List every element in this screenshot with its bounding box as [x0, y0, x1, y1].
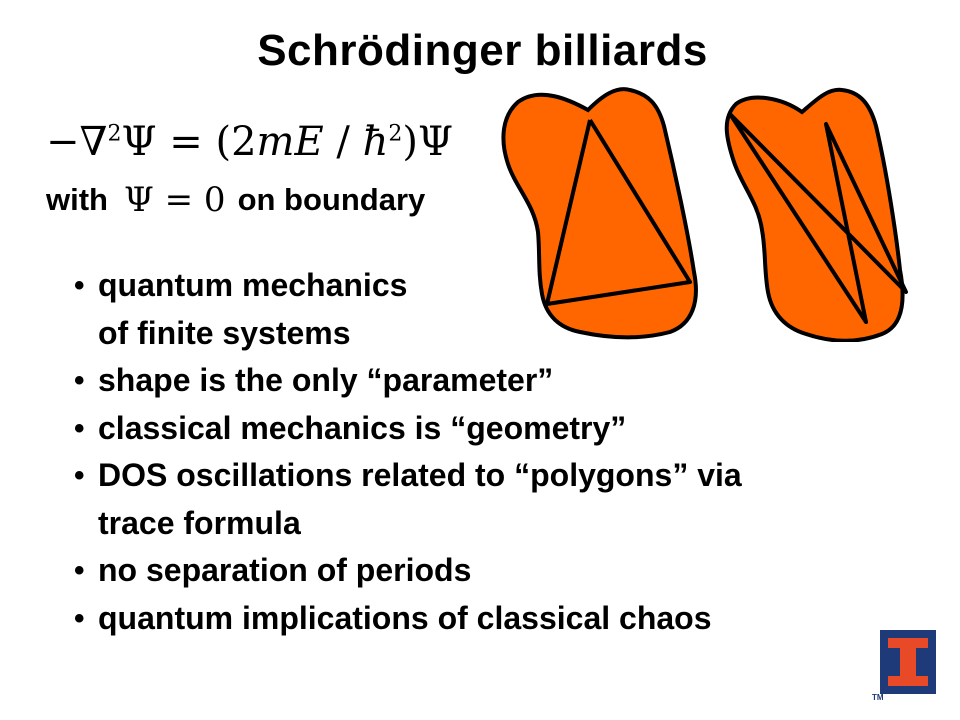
bullet-item: • DOS oscillations related to “polygons” … [74, 452, 864, 547]
logo-tm-mark: TM [872, 693, 884, 702]
billiard-right-trajectory [728, 112, 908, 324]
boundary-equation: Ψ = 0 [124, 180, 226, 220]
eq-psi: Ψ [121, 119, 157, 165]
bullet-text-continued: trace formula [98, 504, 301, 541]
billiard-shapes [501, 87, 908, 342]
bullet-item: • quantum implications of classical chaos [74, 595, 864, 643]
eq-psi: Ψ [417, 119, 454, 165]
eq-two: 2 [231, 119, 257, 165]
eq-exponent: 2 [388, 121, 403, 147]
logo-i-stem [900, 648, 916, 676]
bullet-dot: • [74, 459, 85, 492]
eq-paren-open: ( [215, 119, 232, 165]
bullet-text-continued: of finite systems [98, 314, 351, 351]
on-boundary-words: on boundary [237, 182, 426, 217]
illinois-logo: TM [872, 630, 936, 702]
bullet-dot: • [74, 364, 85, 397]
bullet-dot: • [74, 411, 85, 445]
bullet-text: no separation of periods [98, 552, 472, 588]
bullet-text: classical mechanics is “geometry” [98, 409, 627, 446]
eq-hbar: ħ [362, 119, 389, 165]
logo-i-bottom [888, 676, 928, 686]
schrodinger-equation: −∇2Ψ = (2mE / ħ2)Ψ [46, 118, 453, 166]
bullet-item: • quantum mechanics of finite systems [74, 262, 864, 357]
with-word: with [46, 182, 108, 217]
billiard-left-outline [501, 87, 698, 340]
bullet-dot: • [74, 601, 85, 635]
boundary-condition: with Ψ = 0 on boundary [46, 176, 425, 224]
billiard-left [501, 87, 698, 340]
bullet-text: DOS oscillations related to “polygons” v… [98, 457, 742, 493]
bullet-text: quantum mechanics [98, 267, 408, 303]
eq-equals: = [156, 119, 216, 165]
eq-nabla: ∇ [79, 119, 108, 165]
eq-minus: − [46, 119, 80, 165]
eq-energy: E [294, 119, 324, 165]
eq-slash: / [323, 119, 363, 165]
bullet-dot: • [74, 554, 85, 587]
logo-i-top [888, 638, 928, 648]
bullet-item: • no separation of periods [74, 547, 864, 595]
billiard-left-trajectory [545, 118, 692, 306]
bullet-dot: • [74, 269, 85, 302]
bullet-list: • quantum mechanics of finite systems • shap… [74, 262, 864, 642]
eq-paren-close: ) [402, 119, 418, 165]
bullet-item: • shape is the only “parameter” [74, 357, 864, 405]
eq-mass: m [256, 119, 295, 165]
eq-exponent: 2 [107, 121, 122, 147]
billiard-right [724, 87, 908, 342]
slide-title: Schrödinger billiards [257, 26, 708, 75]
bullet-text: shape is the only “parameter” [98, 362, 554, 398]
bullet-item: • classical mechanics is “geometry” [74, 405, 864, 453]
bullet-text: quantum implications of classical chaos [98, 599, 712, 636]
